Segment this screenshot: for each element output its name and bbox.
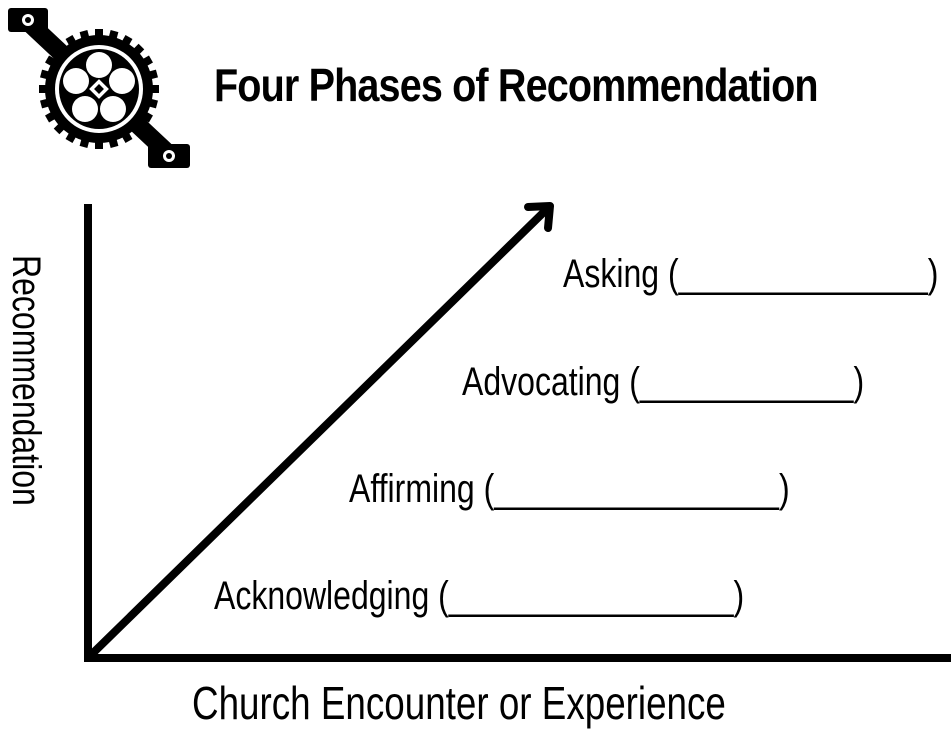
- phase-affirming: Affirming (________________): [349, 467, 790, 511]
- arrow-head: [524, 202, 554, 232]
- phase-advocating: Advocating (____________): [462, 360, 865, 404]
- phase-asking: Asking (______________): [563, 252, 939, 296]
- phase-acknowledging: Acknowledging (________________): [214, 574, 745, 618]
- y-axis-label: Recommendation: [4, 255, 48, 506]
- page-title: Four Phases of Recommendation: [214, 59, 819, 111]
- x-axis-label: Church Encounter or Experience: [192, 677, 726, 729]
- bicycle-crankset-icon: [8, 8, 190, 168]
- growth-arrow: [88, 204, 552, 658]
